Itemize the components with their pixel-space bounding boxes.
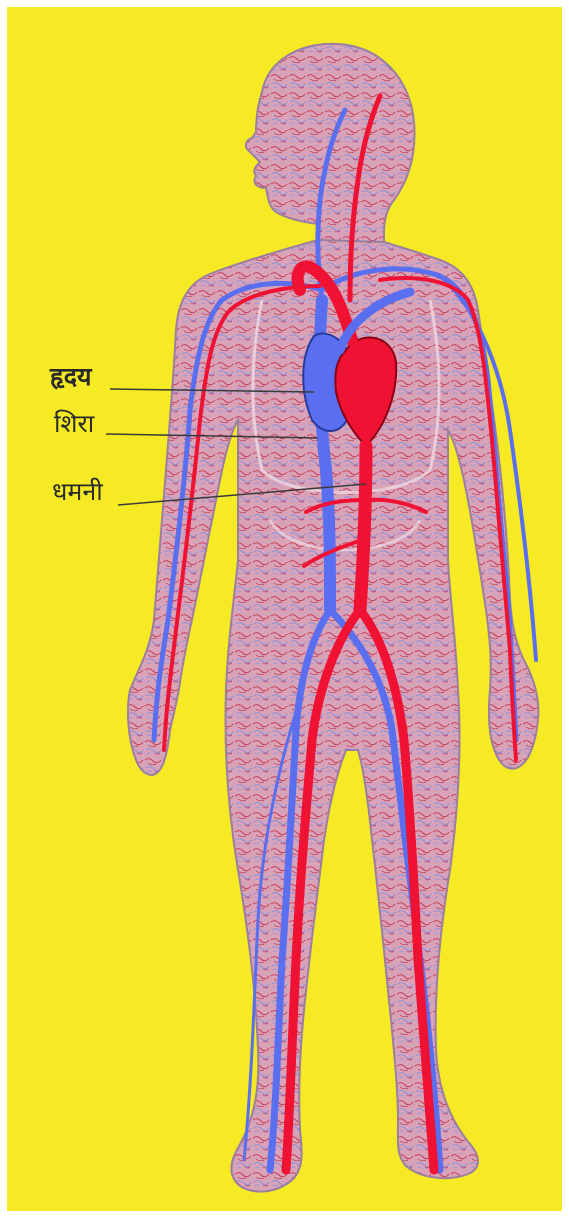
descending-aorta <box>360 446 366 610</box>
label-heart: हृदय <box>49 362 93 391</box>
diagram-frame: हृदय शिरा धमनी <box>7 7 562 1211</box>
label-artery: धमनी <box>52 477 103 506</box>
circulatory-system-diagram: हृदय शिरा धमनी <box>7 7 562 1211</box>
label-vein: शिरा <box>54 409 95 438</box>
